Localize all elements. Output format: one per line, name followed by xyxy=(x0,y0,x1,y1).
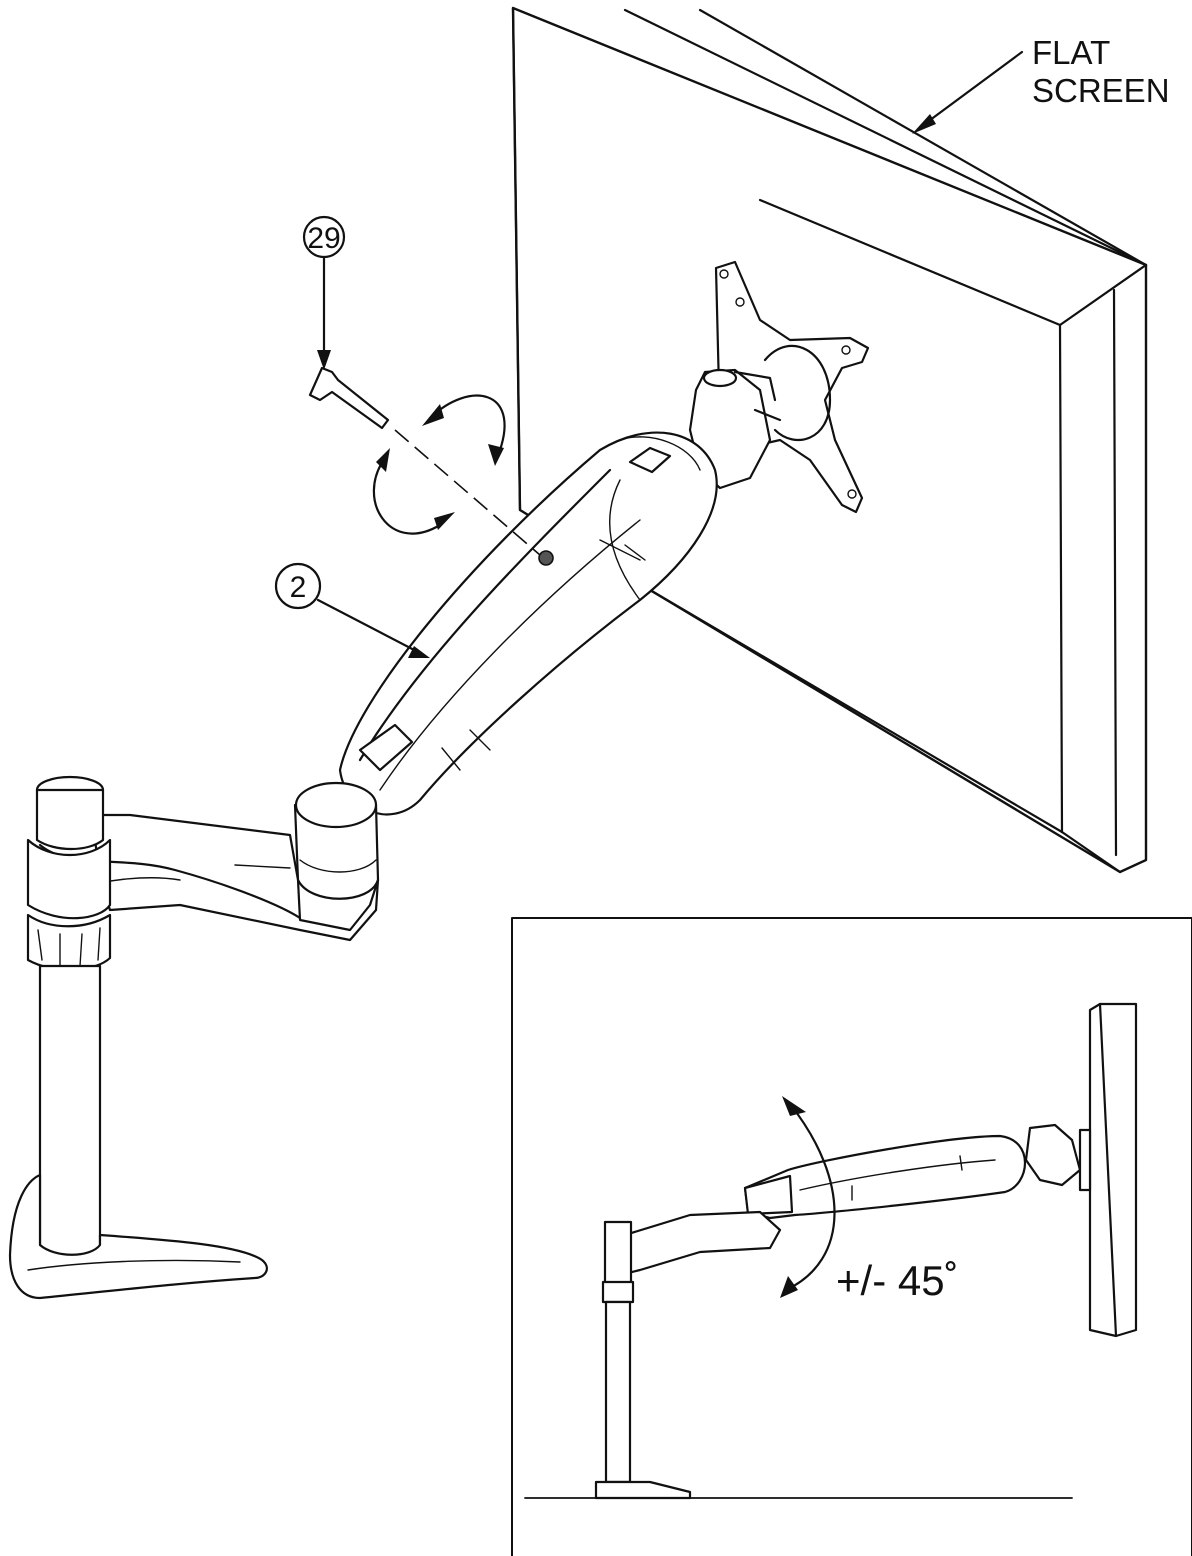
flat-screen-label: FLAT SCREEN xyxy=(1032,34,1170,110)
tilt-angle-label: +/- 45˚ xyxy=(836,1257,959,1304)
inset-side-view xyxy=(511,917,1192,1556)
flat-screen-label-line2: SCREEN xyxy=(1032,72,1170,109)
rotation-arrows-icon xyxy=(372,394,506,535)
pole-and-base xyxy=(8,775,268,1300)
allen-key-29 xyxy=(308,366,541,556)
arm-component-2 xyxy=(338,431,718,816)
callout-29-label: 29 xyxy=(307,222,340,255)
flat-screen-leader-arrow xyxy=(912,50,1024,134)
callout-29: 29 xyxy=(302,215,346,370)
callout-2: 2 xyxy=(274,562,430,658)
elbow-joint xyxy=(293,781,380,900)
vesa-mount-plate xyxy=(714,260,870,514)
callout-2-label: 2 xyxy=(290,571,307,604)
flat-screen-label-line1: FLAT xyxy=(1032,34,1111,71)
